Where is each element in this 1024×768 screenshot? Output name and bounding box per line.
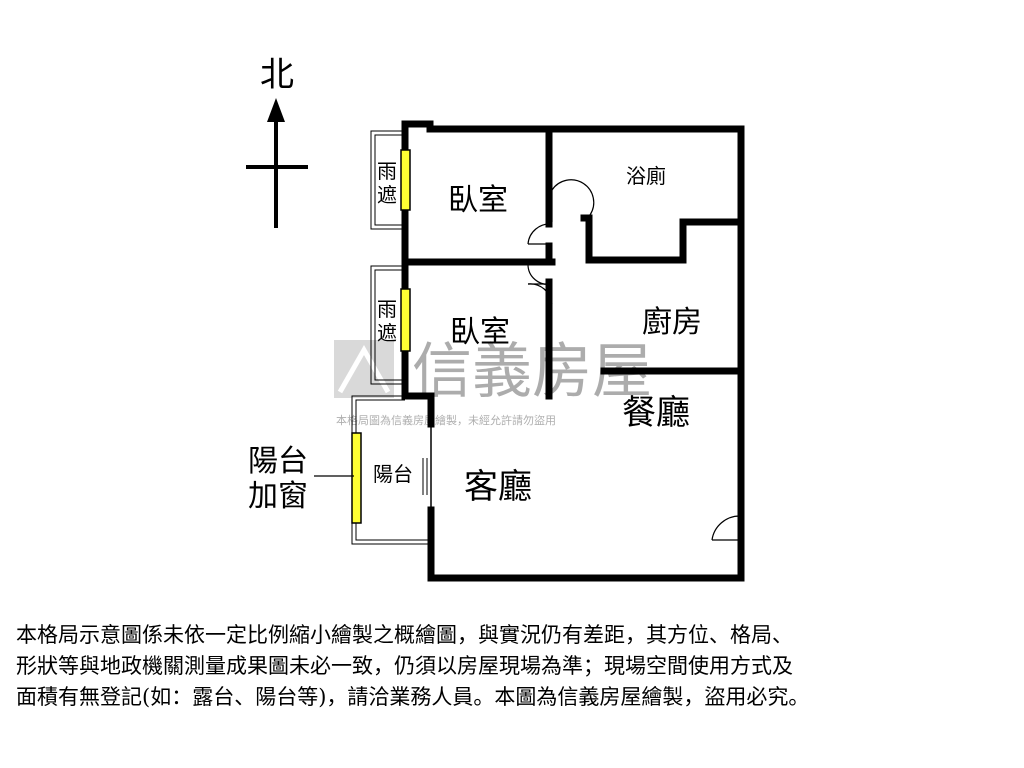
window-bedroom-2	[400, 288, 411, 352]
window-bedroom-1	[400, 149, 411, 211]
bathroom-door	[551, 179, 595, 216]
watermark-notice: 本格局圖為信義房屋繪製，未經允許請勿盜用	[336, 413, 556, 427]
awning-2-char-1: 雨	[377, 297, 397, 321]
disclaimer: 本格局示意圖係未依一定比例縮小繪製之概繪圖，與實況仍有差距，其方位、格局、 形狀…	[16, 620, 1016, 713]
disclaimer-line-2: 形狀等與地政機關測量成果圖未必一致，仍須以房屋現場為準；現場空間使用方式及	[16, 654, 793, 678]
windows	[351, 149, 411, 524]
room-bathroom: 浴廁	[626, 164, 666, 188]
rails	[428, 419, 744, 515]
room-bedroom-1: 臥室	[448, 183, 508, 218]
north-label: 北	[260, 55, 294, 95]
awning-1-char-2: 遮	[377, 183, 397, 207]
doors	[527, 179, 741, 541]
floor-plan: 北 信義房屋 本格局圖為信義房屋繪製，未經允許請勿盜用 雨 遮 雨 遮	[246, 55, 745, 582]
bedroom-1-door	[527, 223, 553, 245]
room-kitchen: 廚房	[642, 305, 702, 340]
awning-2-char-2: 遮	[377, 321, 397, 345]
walls	[401, 120, 745, 582]
window-balcony	[351, 432, 362, 524]
awning-1-char-1: 雨	[377, 159, 397, 183]
awning-1: 雨 遮	[370, 130, 404, 230]
disclaimer-line-3: 面積有無登記(如：露台、陽台等)，請洽業務人員。本圖為信義房屋繪製，盜用必究。	[16, 685, 810, 709]
watermark: 信義房屋 本格局圖為信義房屋繪製，未經允許請勿盜用	[334, 337, 652, 427]
room-living: 客廳	[464, 467, 532, 507]
room-bedroom-2: 臥室	[450, 315, 510, 350]
north-arrow-icon	[267, 98, 285, 122]
disclaimer-line-1: 本格局示意圖係未依一定比例縮小繪製之概繪圖，與實況仍有差距，其方位、格局、	[16, 623, 793, 647]
room-dining: 餐廳	[622, 393, 690, 433]
entrance-door	[711, 515, 741, 541]
room-balcony: 陽台	[373, 462, 413, 486]
balcony-window-label-2: 加窗	[248, 479, 308, 514]
balcony-window-label-1: 陽台	[248, 444, 308, 479]
watermark-logo-icon	[334, 340, 394, 398]
compass: 北	[246, 55, 308, 228]
